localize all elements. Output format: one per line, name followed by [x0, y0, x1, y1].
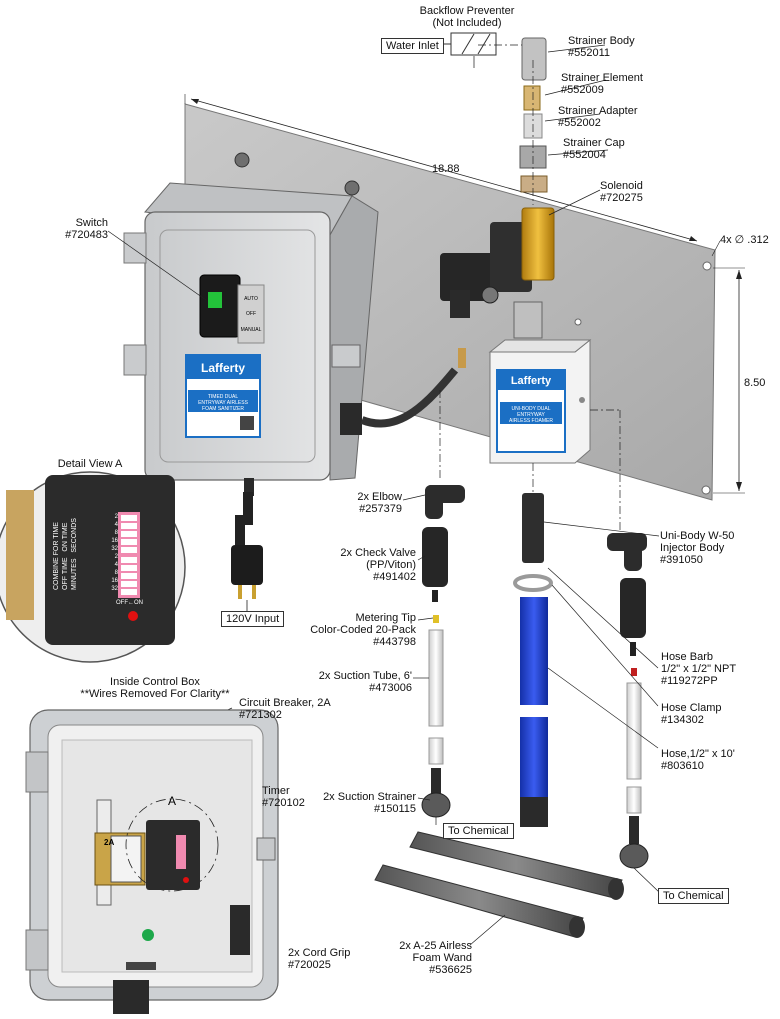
center-hose-clamp — [513, 574, 553, 592]
to-chemical-right: To Chemical — [658, 888, 729, 904]
to-chemical-left: To Chemical — [443, 823, 514, 839]
holes-dimension: 4x ∅ .312 — [720, 234, 769, 246]
blue-hose — [520, 597, 548, 705]
right-check-valve — [620, 578, 646, 638]
solenoid-coil — [440, 253, 498, 301]
cord-grip-label: 2x Cord Grip#720025 — [288, 947, 351, 971]
switch-off-label: OFF — [246, 311, 256, 317]
left-suction-strainer — [421, 792, 451, 818]
svg-text:AIRLESS FOAMER: AIRLESS FOAMER — [509, 418, 553, 424]
timer-label: Timer#720102 — [262, 785, 305, 809]
switch-manual-label: MANUAL — [241, 327, 262, 333]
timer-closeup — [45, 475, 175, 645]
strainer-adapter-label: Strainer Adapter#552002 — [558, 105, 638, 129]
suction-strainer-label: 2x Suction Strainer#150115 — [323, 791, 416, 815]
circuit-breaker-label: Circuit Breaker, 2A#721302 — [239, 697, 331, 721]
width-dimension: 18.88 — [432, 163, 460, 175]
inside-box-title: Inside Control Box**Wires Removed For Cl… — [80, 676, 230, 700]
control-box-front — [144, 211, 331, 481]
right-suction-tube — [626, 682, 642, 780]
detail-view-title: Detail View A — [57, 458, 123, 470]
elbow-label: 2x Elbow#257379 — [357, 491, 402, 515]
suction-tube-label: 2x Suction Tube, 6'#473006 — [318, 670, 412, 694]
svg-text:UNI-BODY DUAL: UNI-BODY DUAL — [511, 406, 550, 412]
backflow-label: Backflow Preventer(Not Included) — [419, 5, 515, 29]
svg-text:FOAM SANITIZER: FOAM SANITIZER — [202, 406, 244, 412]
control-box-brand: Lafferty — [201, 361, 245, 375]
solenoid-valve-body — [521, 207, 555, 281]
height-dimension: 8.50 — [744, 377, 766, 389]
section-marker-a: A — [168, 794, 176, 808]
left-suction-tube — [428, 629, 444, 727]
strainer-cap-label: Strainer Cap#552004 — [563, 137, 625, 161]
hose-clamp-label: Hose Clamp#134302 — [661, 702, 722, 726]
right-suction-strainer — [619, 843, 649, 869]
breaker-label: 2A — [104, 838, 114, 847]
solenoid-label: Solenoid#720275 — [600, 180, 643, 204]
strainer-body — [521, 37, 547, 81]
center-hose-barb — [522, 493, 544, 563]
foam-wand-1 — [409, 831, 624, 900]
power-plug — [231, 545, 263, 585]
backflow-symbol — [450, 32, 497, 56]
svg-text:TIMED DUAL: TIMED DUAL — [208, 394, 239, 400]
foamer-brand: Lafferty — [511, 375, 552, 387]
switch-label: Switch#720483 — [65, 217, 108, 241]
off-on-label: OFF←ON — [116, 600, 143, 606]
svg-text:ENTRYWAY: ENTRYWAY — [517, 412, 545, 418]
strainer-element-label: Strainer Element#552009 — [561, 72, 643, 96]
water-inlet-label: Water Inlet — [381, 38, 444, 54]
left-check-valve — [422, 527, 448, 587]
switch-auto-label: AUTO — [244, 296, 258, 302]
check-valve-label: 2x Check Valve(PP/Viton)#491402 — [340, 547, 416, 583]
svg-text:ENTRYWAY AIRLESS: ENTRYWAY AIRLESS — [198, 400, 248, 406]
strainer-body-label: Strainer Body#552011 — [568, 35, 635, 59]
timer-legend: COMBINE FOR TIME OFF TIME ON TIME MINUTE… — [53, 518, 78, 590]
timer-module — [146, 820, 200, 890]
foam-wand-2 — [374, 864, 585, 938]
hose-label: Hose,1/2" x 10'#803610 — [661, 748, 735, 772]
input-120v-label: 120V Input — [221, 611, 285, 627]
